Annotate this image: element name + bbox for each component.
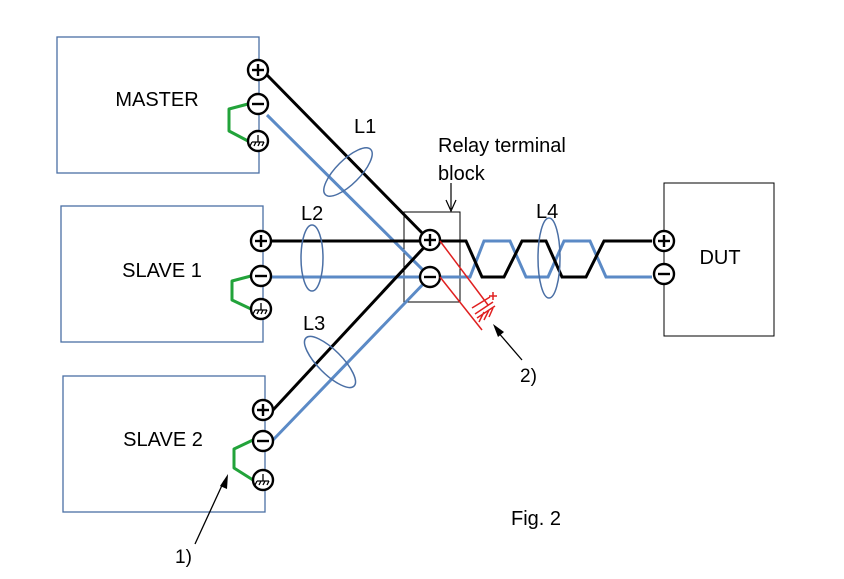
capacitor-plus-sign — [489, 292, 497, 300]
dut-negative-terminal — [652, 262, 676, 286]
callout-2-arrowhead — [493, 324, 504, 337]
l4-bundle-ellipse — [537, 217, 561, 299]
dut-box — [663, 182, 775, 337]
slave2-label: SLAVE 2 — [123, 429, 203, 451]
l2-bundle-ellipse — [300, 224, 324, 292]
negative-wires — [265, 113, 652, 442]
l1-label: L1 — [354, 116, 376, 138]
dut-unit: DUT — [663, 182, 775, 337]
master-label: MASTER — [115, 89, 198, 111]
l4-positive-twisted — [440, 239, 652, 279]
relay-negative-terminal — [418, 265, 442, 289]
l4-negative-twisted — [440, 239, 652, 279]
callout-2-line — [496, 330, 523, 361]
master-ground-terminal — [246, 129, 270, 153]
slave2-positive-terminal — [251, 398, 275, 422]
master-negative-terminal — [246, 92, 270, 116]
l3-label: L3 — [303, 313, 325, 335]
relay-positive-terminal — [418, 228, 442, 252]
ground-icon — [249, 135, 265, 147]
slave2-ground-link — [232, 438, 254, 482]
master-positive-terminal — [246, 58, 270, 82]
dut-label: DUT — [699, 247, 740, 269]
ground-icon — [254, 474, 270, 486]
slave1-box — [60, 205, 264, 343]
slave1-ground-link — [230, 274, 252, 311]
l1-bundle-ellipse — [323, 147, 373, 197]
relay-label-arrowhead — [445, 199, 457, 213]
capacitor-hatch — [476, 305, 496, 323]
capacitor-plate-1 — [471, 296, 491, 309]
slave1-positive-terminal — [249, 229, 273, 253]
slave2-positive-wire — [271, 239, 432, 412]
slave2-ground-terminal — [251, 468, 275, 492]
l3-bundle-ellipse — [303, 335, 357, 389]
master-negative-wire — [265, 113, 432, 279]
l4-label: L4 — [536, 201, 558, 223]
figure-caption: Fig. 2 — [511, 508, 561, 530]
slave1-negative-terminal — [249, 264, 273, 288]
slave2-negative-terminal — [251, 429, 275, 453]
capacitor-plate-2 — [474, 301, 494, 315]
callout-1-label: 1) — [175, 547, 192, 568]
slave1-label: SLAVE 1 — [122, 260, 202, 282]
callout-1: 1) — [175, 474, 228, 568]
slave1-ground-terminal — [249, 297, 273, 321]
ground-links — [227, 102, 254, 482]
master-box — [56, 36, 260, 174]
slave2-box — [62, 375, 266, 513]
master-ground-link — [227, 102, 249, 143]
master-unit: MASTER — [56, 36, 260, 174]
ground-icon — [252, 303, 268, 315]
dut-positive-terminal — [652, 229, 676, 253]
callout-2-label: 2) — [520, 366, 537, 387]
slave2-unit: SLAVE 2 — [62, 375, 266, 513]
callout-2: 2) — [493, 324, 537, 387]
l2-label: L2 — [301, 203, 323, 225]
relay-label-line1: Relay terminal — [438, 135, 566, 157]
slave2-negative-wire — [271, 275, 432, 442]
relay-label-line2: block — [438, 163, 486, 185]
capacitor-lead-negative — [439, 276, 483, 331]
capacitor-symbol — [439, 240, 497, 331]
callout-1-line — [194, 480, 225, 545]
capacitor-lead-positive — [439, 240, 489, 306]
positive-wires — [265, 73, 652, 412]
terminals — [246, 58, 676, 492]
slave1-unit: SLAVE 1 — [60, 205, 264, 343]
callout-1-arrowhead — [220, 474, 228, 489]
master-positive-wire — [265, 73, 432, 243]
